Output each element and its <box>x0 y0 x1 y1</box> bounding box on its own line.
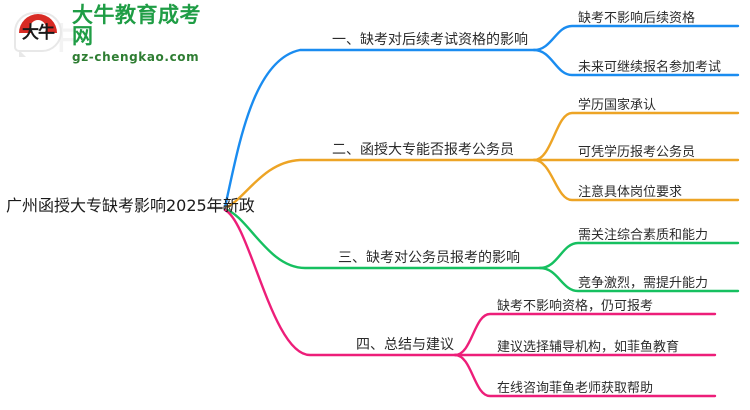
branch-label-1[interactable]: 一、缺考对后续考试资格的影响 <box>332 32 528 48</box>
branch-3-trunk <box>223 207 542 270</box>
leaf-label-1-2[interactable]: 未来可继续报名参加考试 <box>578 60 722 75</box>
logo-mark-icon: 大牛 <box>14 10 64 58</box>
branch-3-child-2-link <box>538 266 740 293</box>
branch-1-trunk <box>223 48 536 209</box>
branch-1-child-2-link <box>532 48 740 77</box>
logo-arc-shape <box>19 14 57 33</box>
branch-3-child-1-link <box>538 241 740 270</box>
leaf-label-1-1[interactable]: 缺考不影响后续资格 <box>578 11 696 26</box>
branch-label-3[interactable]: 三、缺考对公务员报考的影响 <box>338 250 520 266</box>
branch-2-child-1-link <box>532 111 740 162</box>
leaf-label-3-2[interactable]: 竞争激烈，需提升能力 <box>578 276 709 291</box>
logo-subtitle: gz-chengkao.com <box>72 50 200 64</box>
logo-arc-hole <box>30 20 46 33</box>
leaf-label-2-3[interactable]: 注意具体岗位要求 <box>578 185 683 200</box>
leaf-label-2-2[interactable]: 可凭学历报考公务员 <box>578 145 696 160</box>
leaf-label-2-1[interactable]: 学历国家承认 <box>578 98 657 113</box>
site-logo[interactable]: 大牛 大牛 大牛教育成考网 gz-chengkao.com <box>14 3 214 64</box>
leaf-label-3-1[interactable]: 需关注综合素质和能力 <box>578 228 709 243</box>
logo-title: 大牛教育成考网 <box>72 3 201 48</box>
branch-label-4[interactable]: 四、总结与建议 <box>356 337 454 353</box>
branch-4-child-3-link <box>453 353 717 398</box>
branch-4-trunk <box>223 208 457 357</box>
logo-mark-text: 大牛 <box>22 23 55 43</box>
leaf-label-4-1[interactable]: 缺考不影响资格，仍可报考 <box>497 299 654 314</box>
branch-1-child-1-link <box>532 24 740 52</box>
leaf-label-4-3[interactable]: 在线咨询菲鱼老师获取帮助 <box>497 381 654 396</box>
branch-2-child-3-link <box>532 158 740 202</box>
branch-2-trunk <box>223 158 536 210</box>
leaf-label-4-2[interactable]: 建议选择辅导机构，如菲鱼教育 <box>497 340 680 355</box>
branch-label-2[interactable]: 二、函授大专能否报考公务员 <box>332 142 514 158</box>
logo-text-block: 大牛教育成考网 gz-chengkao.com <box>72 3 214 64</box>
root-node-label: 广州函授大专缺考影响2025年新政 <box>6 196 255 215</box>
branch-4-child-1-link <box>453 312 717 357</box>
